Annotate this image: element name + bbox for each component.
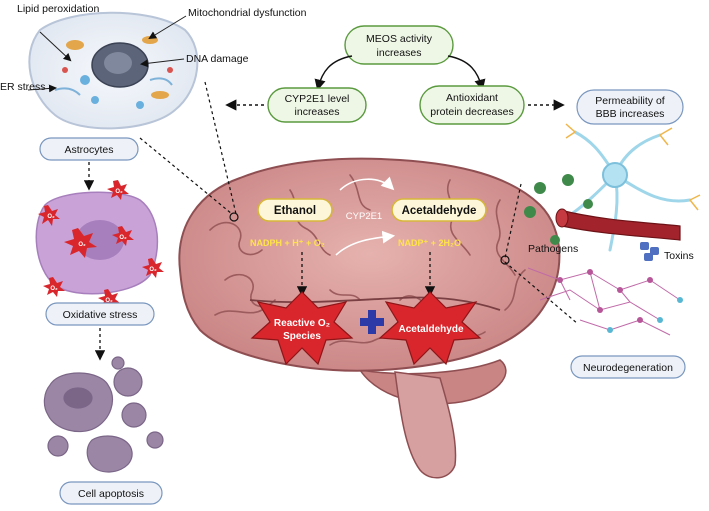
svg-text:Permeability of: Permeability of: [595, 95, 665, 107]
cyp2e1-enzyme-label: CYP2E1: [346, 211, 382, 222]
oxidative-stress-box: Oxidative stress: [45, 302, 155, 326]
o2-star-icon: [142, 258, 164, 278]
acetaldehyde-star-label: Acetaldehyde: [398, 324, 463, 335]
nadph-reaction-label: NADPH + H⁺ + O₂: [250, 238, 325, 248]
svg-text:BBB increases: BBB increases: [596, 108, 665, 120]
mitochondrial-dysfunction-label: Mitochondrial dysfunction: [188, 7, 307, 19]
o2-star-icon: [112, 226, 134, 246]
o2-star-markers: O₂ O₂ O₂ O₂ O₂ O₂ O₂: [38, 180, 164, 309]
er-stress-label: ER stress: [0, 81, 46, 93]
o2-marker-text: O₂: [105, 298, 113, 304]
oxidative-stress-label: Oxidative stress: [63, 309, 138, 321]
o2-marker-text: O₂: [119, 235, 127, 241]
o2-marker-text: O₂: [149, 267, 157, 273]
o2-marker-text: O₂: [78, 242, 86, 248]
o2-star-icon: [107, 180, 129, 200]
meos-label-line1: MEOS activity: [366, 33, 433, 45]
ethanol-box: Ethanol: [257, 198, 333, 222]
lipid-peroxidation-label: Lipid peroxidation: [17, 3, 99, 15]
astrocytes-label: Astrocytes: [64, 144, 113, 156]
ros-label-line1: Reactive O₂: [274, 318, 330, 329]
svg-text:CYP2E1 level: CYP2E1 level: [285, 93, 350, 105]
svg-text:increases: increases: [295, 106, 340, 118]
cyp2e1-level-box: CYP2E1 level increases: [267, 87, 367, 123]
ethanol-label: Ethanol: [274, 205, 316, 217]
damaged-cell-illustration: [28, 11, 199, 130]
pathogens-label: Pathogens: [528, 243, 578, 255]
o2-star-icon: [64, 228, 97, 258]
svg-text:protein decreases: protein decreases: [430, 106, 513, 118]
meos-label-line2: increases: [377, 47, 422, 59]
astrocytes-box: Astrocytes: [39, 137, 139, 161]
bbb-permeability-box: Permeability of BBB increases: [576, 89, 684, 125]
reactive-oxygen-species-star: Reactive O₂ Species: [250, 291, 354, 366]
neurodegeneration-label: Neurodegeneration: [583, 362, 673, 374]
ros-label-line2: Species: [283, 331, 321, 342]
o2-star-icon: [38, 205, 60, 226]
nadp-reaction-label: NADP⁺ + 2H₂O: [398, 238, 461, 248]
o2-star-icon: [43, 277, 65, 297]
acetaldehyde-top-label: Acetaldehyde: [402, 205, 477, 217]
brain-connector-dot: [500, 255, 510, 265]
plus-symbol: [360, 310, 384, 334]
cell-apoptosis-label: Cell apoptosis: [78, 488, 144, 500]
meos-box: MEOS activity increases: [344, 25, 454, 65]
svg-text:Antioxidant: Antioxidant: [446, 92, 498, 104]
dna-damage-label: DNA damage: [186, 53, 249, 65]
acetaldehyde-top-box: Acetaldehyde: [391, 198, 487, 222]
brain-connector-dot: [229, 212, 239, 222]
apoptotic-cell-illustration: [43, 356, 164, 473]
acetaldehyde-star: Acetaldehyde: [378, 291, 482, 366]
cell-apoptosis-box: Cell apoptosis: [59, 481, 163, 505]
neurodegeneration-box: Neurodegeneration: [570, 355, 686, 379]
o2-marker-text: O₂: [47, 214, 55, 220]
neuron-bbb-illustration: [524, 123, 701, 336]
oxidative-astrocyte-illustration: [35, 191, 159, 295]
antioxidant-box: Antioxidant protein decreases: [419, 85, 525, 125]
toxins-label: Toxins: [664, 250, 694, 262]
o2-marker-text: O₂: [115, 189, 123, 195]
o2-marker-text: O₂: [50, 286, 58, 292]
